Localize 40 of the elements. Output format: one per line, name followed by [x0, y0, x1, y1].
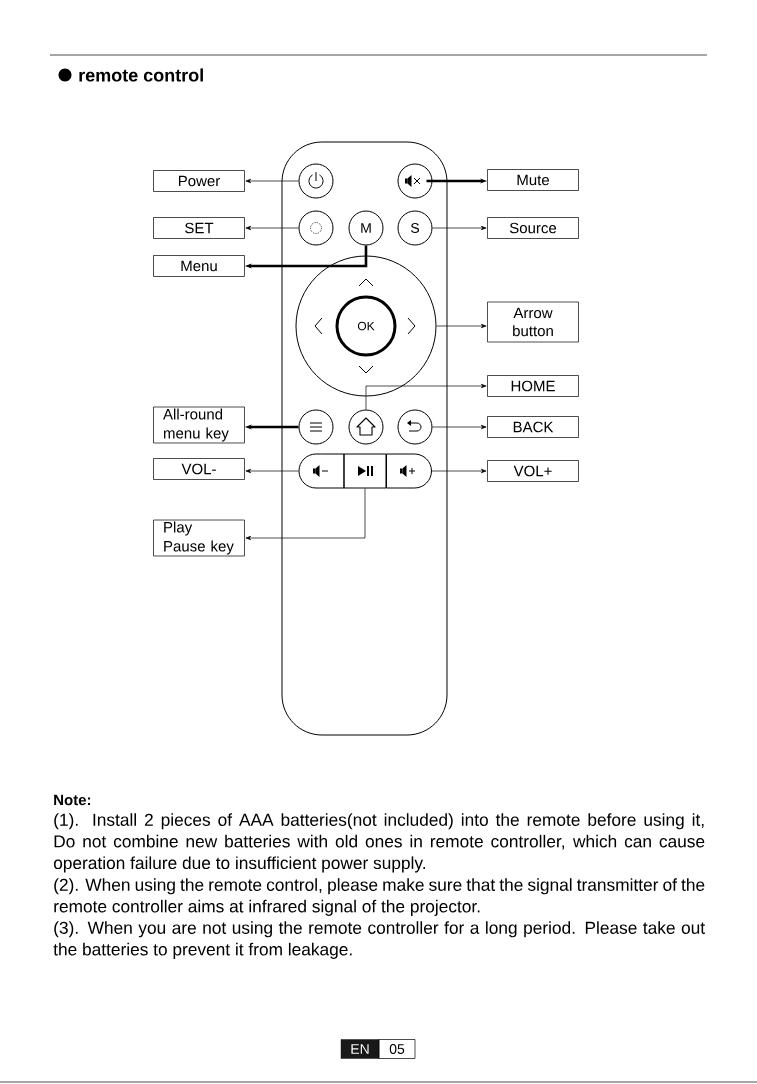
note-heading: Note: [54, 794, 91, 806]
arrow [431, 468, 487, 474]
ok-button: OK [335, 295, 397, 357]
label-box: Arrow button [487, 301, 579, 343]
mute-button [397, 163, 433, 199]
arrow [245, 488, 366, 541]
arrow [245, 178, 299, 184]
note-text: (1). Install 2 pieces of AAA batteries(not included) into the remote before using it, Do not combine new batteries with old ones in remote controller, which can cause operation failure due to insufficient power supply. [53, 813, 705, 873]
volume-down-button [298, 453, 345, 489]
power-button [298, 163, 334, 199]
arrow [365, 383, 487, 410]
label-box: All-round menu key [153, 406, 245, 444]
arrow [245, 468, 299, 474]
label-box: BACK [487, 416, 579, 438]
language-tab: EN [340, 1039, 380, 1059]
home-button [348, 409, 384, 445]
note-text: (3). When you are not using the remote controller for a long period. Please take out the batteries to prevent it from leakage. [53, 921, 705, 959]
arrow [436, 323, 487, 329]
label-box: HOME [487, 375, 579, 397]
options-button [298, 409, 334, 445]
arrow [432, 424, 487, 430]
page-number-box: 05 [378, 1039, 416, 1059]
back-button [397, 409, 433, 445]
label-box: SET [153, 217, 245, 239]
label-box: VOL- [153, 458, 245, 480]
label-box: Mute [487, 169, 579, 191]
play-pause-button [343, 453, 387, 489]
volume-up-button [386, 453, 432, 489]
arrow [432, 225, 487, 231]
label-box: Source [487, 217, 579, 239]
source-button: S [397, 210, 433, 246]
title: remote control [79, 68, 203, 82]
note-text: (2). When using the remote control, please make sure that the signal transmitter of the remote controller aims at infrared signal of the projector. [54, 878, 705, 916]
label-box: Menu [153, 255, 245, 277]
label-box: Power [153, 170, 245, 192]
label-box: VOL+ [487, 460, 579, 482]
settings-button [298, 210, 334, 246]
label-box: Play Pause key [153, 519, 245, 557]
menu-button: M [348, 210, 384, 246]
arrow [245, 225, 299, 231]
